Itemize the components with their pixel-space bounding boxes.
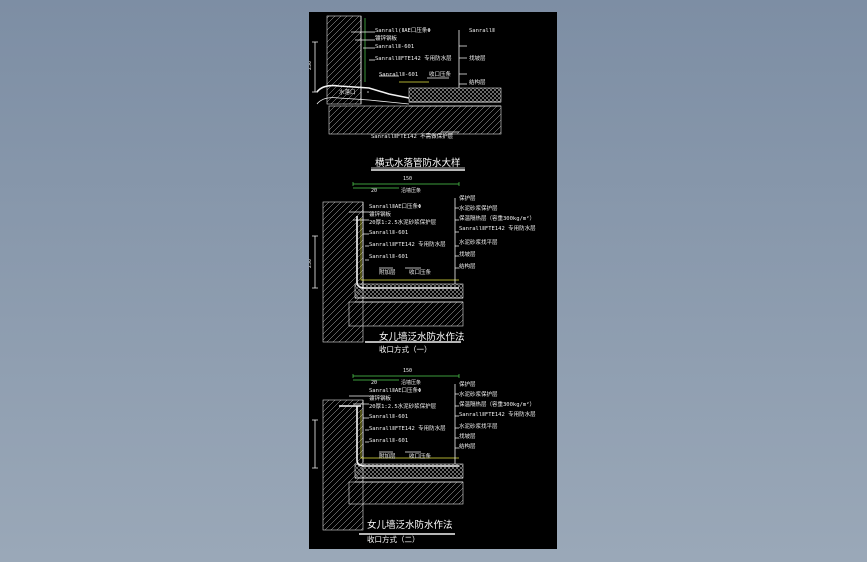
detail2-note-14: 找坡层 bbox=[459, 250, 476, 258]
detail2-drawing bbox=[312, 182, 464, 343]
detail3-dim-top: 150 bbox=[403, 368, 412, 374]
detail1-note-4: SanrallⅡFTE142 专用防水层 bbox=[375, 54, 452, 62]
detail3-dim-b: 沿墙压条 bbox=[401, 379, 421, 386]
detail2-note-8: 收口压条 bbox=[409, 268, 432, 276]
detail3-note-15: 结构层 bbox=[459, 442, 476, 450]
detail3-note-4: SanrallⅡ-601 bbox=[369, 414, 408, 420]
detail2-note-10: 水泥砂浆保护层 bbox=[459, 204, 498, 212]
detail2-dim-a: 20 bbox=[371, 188, 377, 194]
detail1-note-9: 结构层 bbox=[469, 78, 486, 86]
detail3-note-12: SanrallⅡFTE142 专用防水层 bbox=[459, 410, 536, 418]
detail2-note-12: SanrallⅡFTE142 专用防水层 bbox=[459, 224, 536, 232]
detail2-note-5: SanrallⅡFTE142 专用防水层 bbox=[369, 240, 446, 248]
detail2-subtitle: 收口方式（一） bbox=[379, 344, 432, 354]
detail3-note-3: 20厚1:2.5水泥砂浆保护层 bbox=[369, 402, 437, 410]
detail2-note-1: SanrallⅡAE口压条Φ bbox=[369, 202, 421, 210]
detail2-dim-top: 150 bbox=[403, 176, 412, 182]
detail3-title: 女儿墙泛水防水作法 bbox=[367, 519, 453, 531]
detail1-note-8: 水落口 bbox=[339, 88, 356, 96]
detail3-dim-a: 20 bbox=[371, 380, 377, 386]
detail1-note-2: 镀锌钢板 bbox=[375, 34, 398, 42]
detail3-note-1: SanrallⅡAE口压条Φ bbox=[369, 386, 421, 394]
detail2-dim-b: 沿墙压条 bbox=[401, 187, 421, 194]
detail3-note-8: 收口压条 bbox=[409, 452, 432, 460]
detail2-note-6: SanrallⅡ-601 bbox=[369, 254, 408, 260]
detail3-note-11: 保温隔热层（容重300kg/m²） bbox=[459, 400, 535, 408]
detail1-note-11: 找坡层 bbox=[469, 54, 486, 62]
drawing-sheet: 250 Sanrall(ⅡAE口压条Φ 镀锌钢板 SanrallⅡ-601 Sa… bbox=[309, 12, 557, 549]
detail1-note-10: SanrallⅡFTE142 不需做保护层 bbox=[371, 132, 454, 140]
detail3-note-13: 水泥砂浆找平层 bbox=[459, 422, 498, 430]
detail2-title: 女儿墙泛水防水作法 bbox=[379, 331, 465, 343]
detail1-note-6: 收口压条 bbox=[429, 70, 452, 78]
detail3-note-2: 镀锌钢板 bbox=[369, 394, 392, 402]
detail1-title: 横式水落管防水大样 bbox=[375, 157, 461, 169]
detail1-dim-vertical: 250 bbox=[309, 61, 313, 70]
detail1-note-3: SanrallⅡ-601 bbox=[375, 44, 414, 50]
detail1-note-7: SanrallⅡ bbox=[469, 28, 495, 34]
detail3-note-7: 附加层 bbox=[379, 452, 396, 460]
detail3-note-6: SanrallⅡ-601 bbox=[369, 438, 408, 444]
detail1-note-5: SanrallⅡ-601 bbox=[379, 72, 418, 78]
detail2-note-13: 水泥砂浆找平层 bbox=[459, 238, 498, 246]
detail2-note-9: 保护层 bbox=[459, 194, 476, 202]
detail3-drawing bbox=[312, 374, 464, 535]
detail3-note-9: 保护层 bbox=[459, 380, 476, 388]
detail2-note-3: 20厚1:2.5水泥砂浆保护层 bbox=[369, 218, 437, 226]
detail3-note-5: SanrallⅡFTE142 专用防水层 bbox=[369, 424, 446, 432]
detail2-note-7: 附加层 bbox=[379, 268, 396, 276]
detail3-note-10: 水泥砂浆保护层 bbox=[459, 390, 498, 398]
detail1-note-1: Sanrall(ⅡAE口压条Φ bbox=[375, 26, 431, 34]
detail2-dim-vertical: 250 bbox=[309, 259, 313, 268]
detail3-subtitle: 收口方式（二） bbox=[367, 534, 420, 544]
detail2-note-11: 保温隔热层（容重300kg/m²） bbox=[459, 214, 535, 222]
detail2-note-15: 结构层 bbox=[459, 262, 476, 270]
detail3-note-14: 找坡层 bbox=[459, 432, 476, 440]
cad-drawing: 250 Sanrall(ⅡAE口压条Φ 镀锌钢板 SanrallⅡ-601 Sa… bbox=[309, 15, 536, 544]
detail1-drawing: 250 bbox=[309, 15, 502, 171]
detail2-note-4: SanrallⅡ-601 bbox=[369, 230, 408, 236]
detail2-note-2: 镀锌钢板 bbox=[369, 210, 392, 218]
